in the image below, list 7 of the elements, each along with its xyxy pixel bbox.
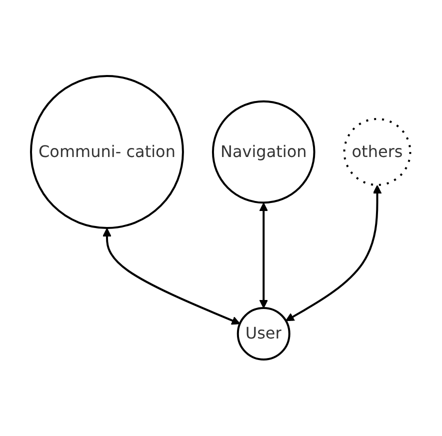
- node-circle: Navigation: [212, 100, 316, 204]
- node-circle: Communi- cation: [30, 75, 184, 230]
- arrow: [260, 202, 268, 309]
- arrow: [286, 185, 382, 322]
- node-circle: others: [344, 118, 412, 186]
- arrow: [102, 228, 241, 326]
- node-circle: User: [237, 307, 291, 361]
